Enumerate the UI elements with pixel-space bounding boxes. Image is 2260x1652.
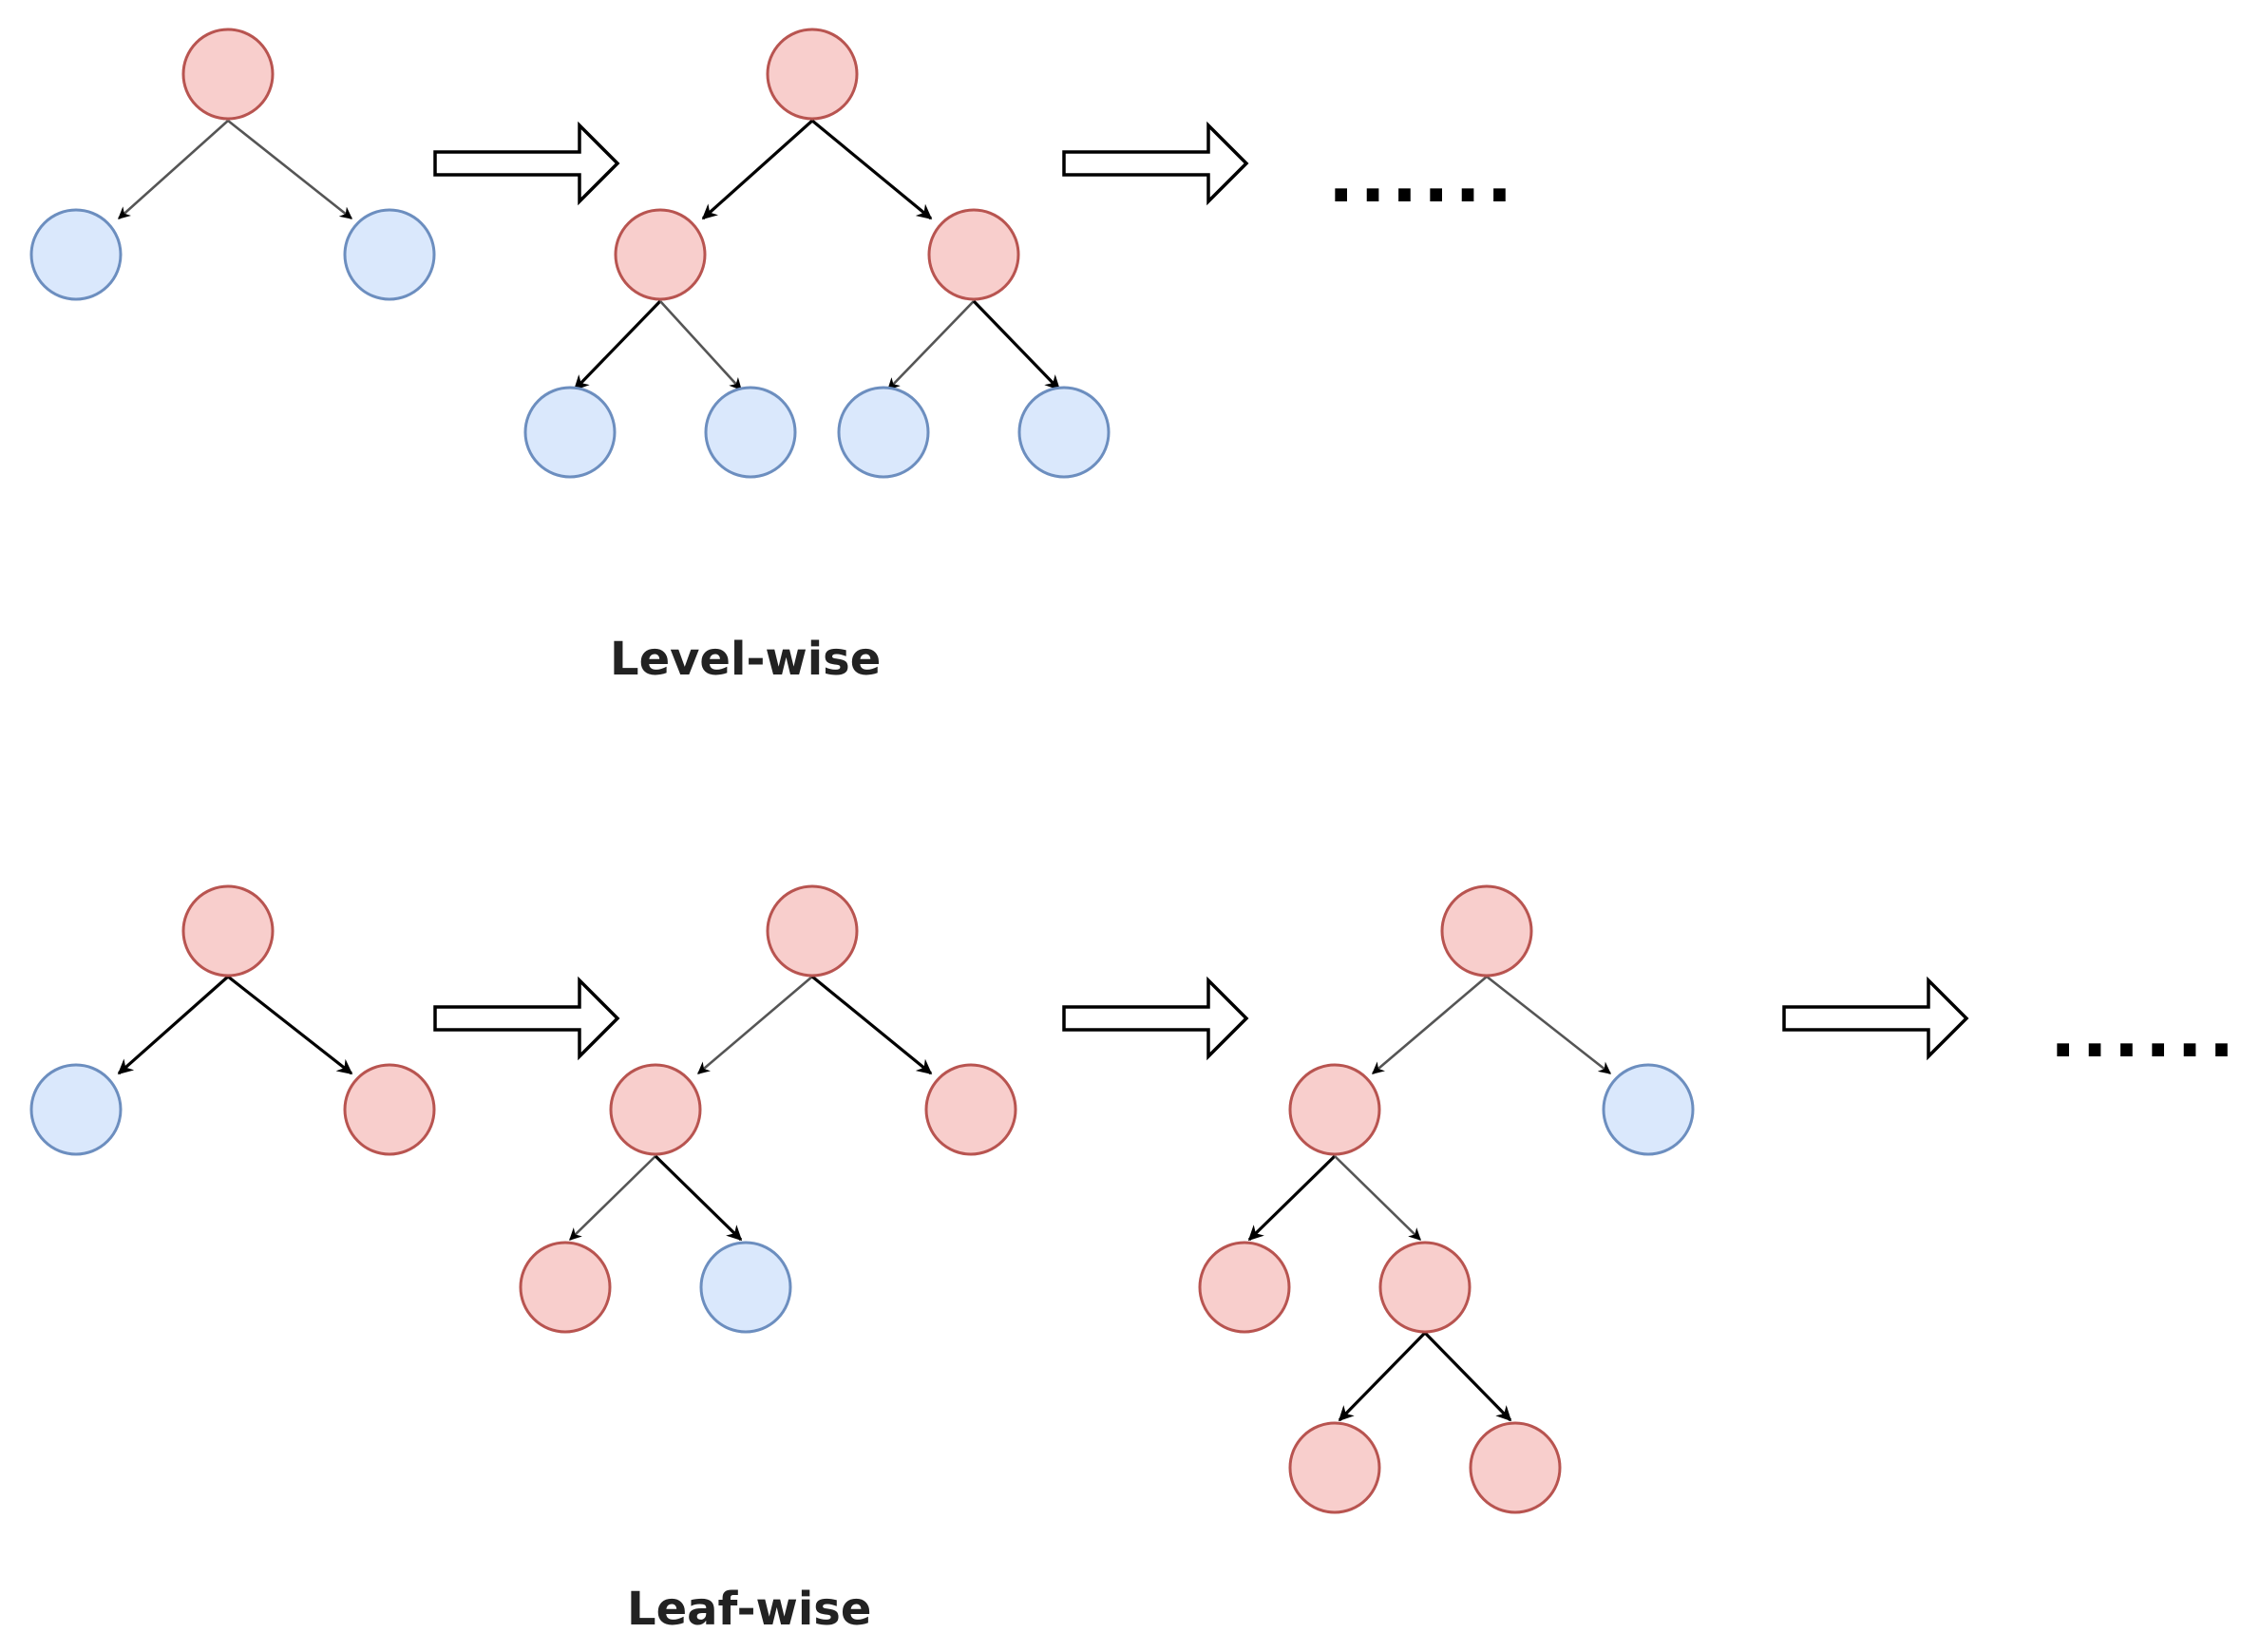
split-node xyxy=(181,28,275,121)
split-node xyxy=(181,884,275,978)
tree-edge xyxy=(117,975,230,1075)
level-wise-step-arrow-1 xyxy=(433,121,620,206)
split-node xyxy=(766,28,859,121)
leaf-node xyxy=(837,386,930,479)
level-wise-section: ...... Level-wise xyxy=(29,28,1518,686)
leaf-wise-step-arrow-3 xyxy=(1782,976,1969,1061)
leaf-wise-tree-1 xyxy=(29,884,436,1156)
leaf-node xyxy=(29,208,123,301)
tree-edge xyxy=(1247,1154,1337,1242)
level-wise-tree-1 xyxy=(29,28,436,301)
leaf-wise-tree-3 xyxy=(1198,884,1695,1514)
tree-edge xyxy=(569,1155,656,1241)
leaf-node xyxy=(29,1063,123,1156)
tree-edge xyxy=(887,300,975,390)
tree-edge xyxy=(118,120,229,219)
tree-edge xyxy=(654,1154,743,1242)
tree-edge xyxy=(701,119,814,220)
split-node xyxy=(1440,884,1533,978)
level-wise-label: Level-wise xyxy=(610,633,881,686)
tree-edge xyxy=(810,975,933,1075)
tree-edge xyxy=(659,300,742,390)
leaf-node xyxy=(343,208,436,301)
leaf-wise-label: Leaf-wise xyxy=(627,1583,871,1636)
leaf-node xyxy=(704,386,797,479)
split-node xyxy=(1288,1421,1381,1514)
leaf-wise-step-arrow-1 xyxy=(433,976,620,1061)
leaf-node xyxy=(523,386,617,479)
tree-edge xyxy=(972,299,1061,391)
split-node xyxy=(924,1063,1017,1156)
split-node xyxy=(927,208,1020,301)
split-node xyxy=(1198,1241,1291,1334)
tree-edge xyxy=(227,119,353,220)
leaf-wise-section: ...... Leaf-wise xyxy=(29,884,2240,1636)
tree-edge xyxy=(1338,1331,1427,1422)
split-node xyxy=(519,1241,612,1334)
tree-edge xyxy=(1372,976,1488,1074)
leaf-node xyxy=(1017,386,1111,479)
leaf-wise-continuation: ...... xyxy=(2050,993,2240,1073)
tree-edge xyxy=(227,975,353,1075)
leaf-wise-step-arrow-2 xyxy=(1062,976,1249,1061)
leaf-wise-tree-2 xyxy=(519,884,1017,1334)
split-node xyxy=(766,884,859,978)
split-node xyxy=(609,1063,702,1156)
level-wise-step-arrow-2 xyxy=(1062,121,1249,206)
leaf-node xyxy=(1602,1063,1695,1156)
split-node xyxy=(343,1063,436,1156)
tree-edge xyxy=(573,299,662,391)
level-wise-tree-2 xyxy=(523,28,1111,479)
tree-edge xyxy=(1486,975,1612,1075)
level-wise-continuation: ...... xyxy=(1328,138,1518,218)
tree-edge xyxy=(1334,1155,1421,1241)
tree-edge xyxy=(810,119,933,220)
split-node xyxy=(1288,1063,1381,1156)
split-node xyxy=(1469,1421,1562,1514)
split-node xyxy=(614,208,707,301)
tree-edge xyxy=(1423,1331,1512,1422)
split-node xyxy=(1378,1241,1472,1334)
leaf-node xyxy=(699,1241,792,1334)
tree-edge xyxy=(697,976,813,1074)
